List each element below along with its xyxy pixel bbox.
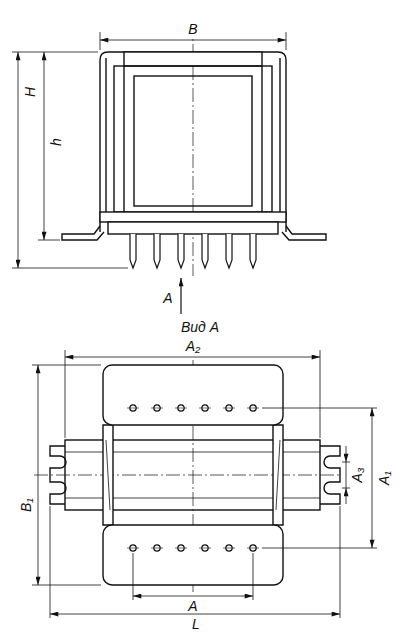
- dimension-label: h: [49, 137, 63, 147]
- dimension-label: L: [191, 617, 201, 631]
- dimension-label: B₁: [19, 497, 33, 513]
- dimension-lines-front: [12, 32, 286, 314]
- view-a: [34, 360, 340, 592]
- dimension-label: B: [187, 22, 198, 36]
- dimension-label: A: [187, 599, 198, 613]
- dimension-label: A₁: [377, 470, 391, 486]
- dimension-label: A₂: [185, 339, 202, 353]
- dimension-label: H: [23, 86, 37, 98]
- front-view: [62, 22, 326, 276]
- dimension-label: A₃: [350, 467, 364, 484]
- view-title: Вид А: [180, 320, 220, 334]
- view-arrow-label: A: [162, 291, 173, 305]
- dimension-lines-view-a: [32, 350, 377, 618]
